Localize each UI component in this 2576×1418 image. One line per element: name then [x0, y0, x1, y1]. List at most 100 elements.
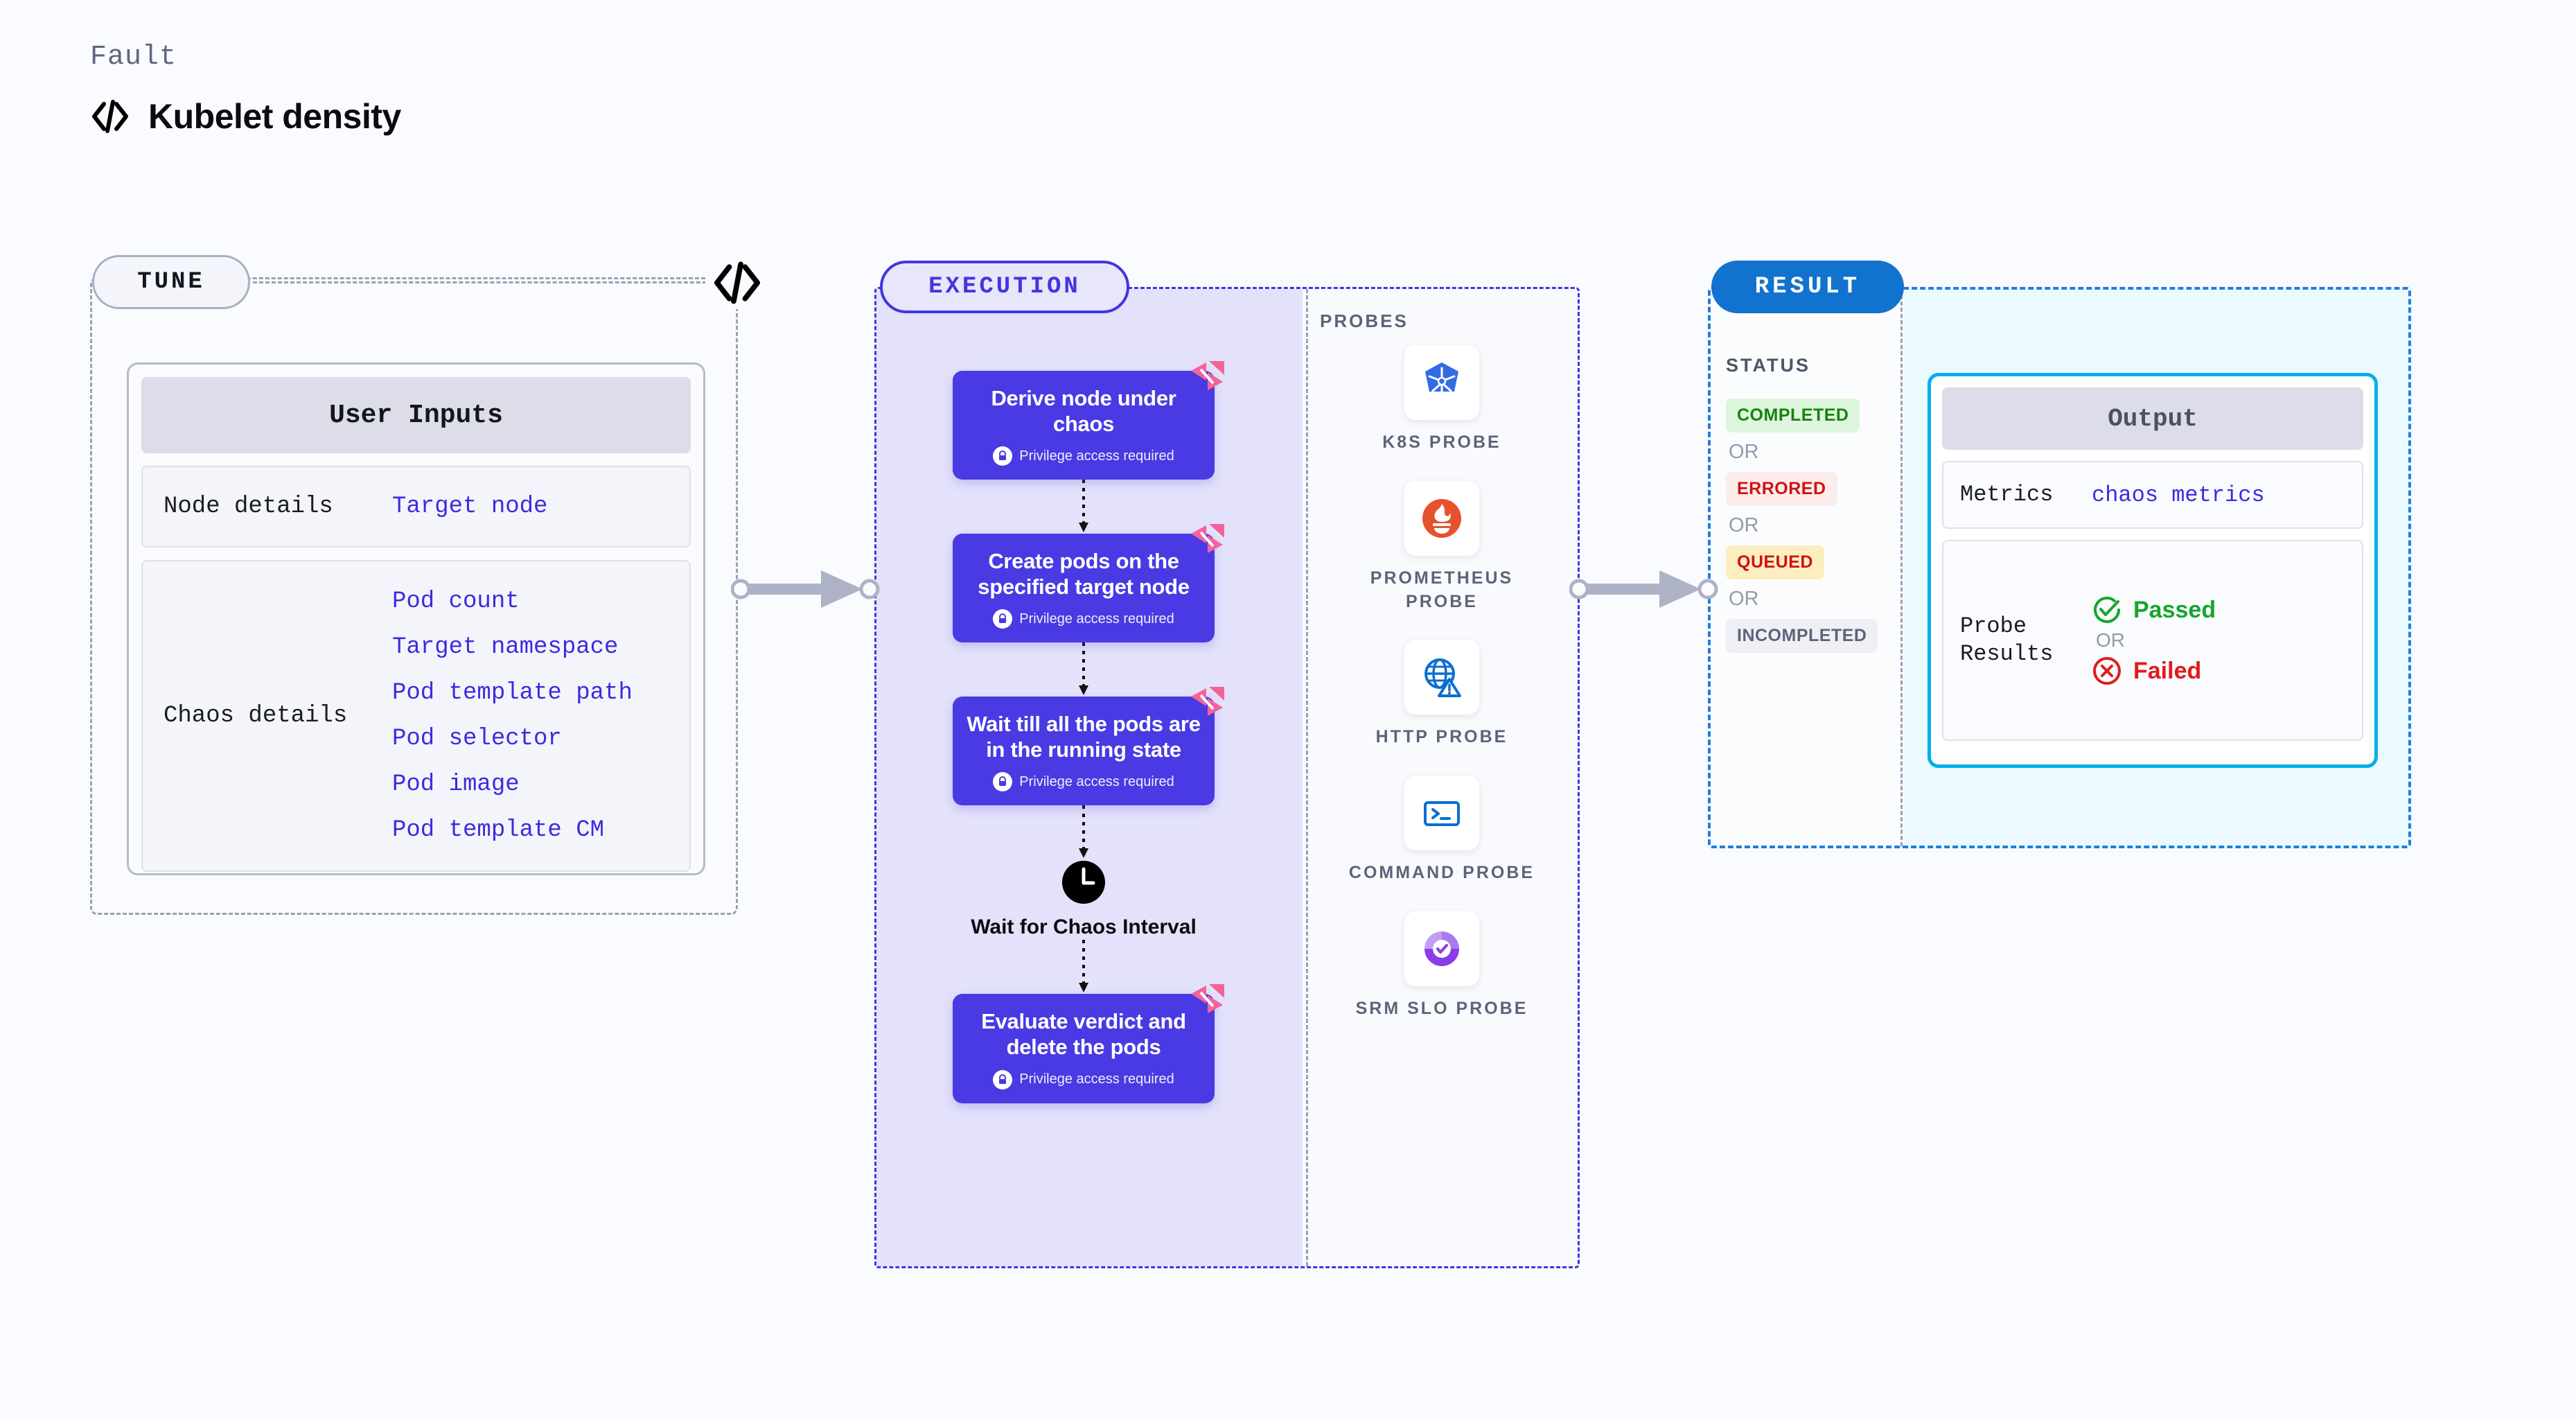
verdict-list: Passed OR Failed: [2092, 595, 2216, 686]
harness-logo-icon: [1191, 361, 1224, 390]
stage-badge-result[interactable]: RESULT: [1711, 261, 1904, 313]
harness-logo-icon: [1191, 524, 1224, 554]
harness-logo-icon: [1191, 687, 1224, 717]
input-value-pod-selector[interactable]: Pod selector: [392, 726, 562, 752]
probe-icon-tile: [1404, 911, 1479, 986]
flow-arrow-down: [1079, 805, 1088, 859]
status-badge-incompleted: INCOMPLETED: [1726, 619, 1878, 653]
probe-icon-tile: [1404, 480, 1479, 556]
step-card-derive-node[interactable]: Derive node under chaos Privilege access…: [953, 361, 1224, 480]
x-circle-icon: [2093, 657, 2121, 685]
verdict-failed-label: Failed: [2133, 657, 2202, 684]
step-privilege-note: Privilege access required: [967, 446, 1201, 466]
step-privilege-note: Privilege access required: [967, 609, 1201, 629]
status-section-label: STATUS: [1726, 355, 1810, 376]
flow-arrow-down: [1079, 940, 1088, 993]
output-title: Output: [1942, 387, 2363, 450]
input-group-chaos-details: Chaos details Pod count Target namespace…: [141, 560, 691, 872]
connector-execution-to-result: [1569, 565, 1718, 613]
input-value-pod-image[interactable]: Pod image: [392, 771, 520, 798]
output-probe-results-label: Probe Results: [1960, 613, 2054, 667]
step-card-evaluate-verdict[interactable]: Evaluate verdict and delete the pods Pri…: [953, 984, 1224, 1103]
user-inputs-card: User Inputs Node details Target node Cha…: [127, 362, 705, 875]
step-privilege-note: Privilege access required: [967, 1069, 1201, 1089]
stage-badge-execution[interactable]: EXECUTION: [880, 261, 1129, 313]
code-icon-corner: [705, 256, 769, 309]
code-icon: [714, 261, 760, 304]
flow-arrow-down: [1079, 642, 1088, 696]
output-row-metrics: Metrics chaos metrics: [1942, 461, 2363, 529]
code-icon: [92, 100, 128, 133]
probe-icon-tile: [1404, 640, 1479, 715]
input-value-pod-template-path[interactable]: Pod template path: [392, 680, 633, 706]
step-title: Wait till all the pods are in the runnin…: [967, 712, 1201, 762]
probe-list: K8S PROBE PROMETHEUS PROBE: [1332, 345, 1551, 1021]
input-value-target-node[interactable]: Target node: [392, 493, 548, 520]
input-group-values: Pod count Target namespace Pod template …: [392, 588, 633, 843]
probe-icon-tile: [1404, 345, 1479, 420]
output-metrics-label: Metrics: [1960, 482, 2054, 507]
status-or-label: OR: [1729, 514, 1759, 536]
wait-node-label: Wait for Chaos Interval: [971, 916, 1197, 939]
probe-item-srm-slo[interactable]: SRM SLO PROBE: [1332, 911, 1551, 1021]
status-or-label: OR: [1729, 441, 1759, 463]
probe-item-prometheus[interactable]: PROMETHEUS PROBE: [1332, 480, 1551, 614]
step-privilege-note: Privilege access required: [967, 772, 1201, 792]
input-value-target-namespace[interactable]: Target namespace: [392, 634, 619, 660]
step-card-wait-running[interactable]: Wait till all the pods are in the runnin…: [953, 687, 1224, 806]
fault-eyebrow-label: Fault: [90, 42, 177, 73]
input-group-label: Node details: [164, 493, 333, 520]
probe-label: PROMETHEUS PROBE: [1370, 568, 1514, 611]
check-circle-icon: [2094, 597, 2120, 623]
fault-title-row: Kubelet density: [90, 96, 401, 137]
wait-for-chaos-interval-node: Wait for Chaos Interval: [971, 859, 1197, 940]
verdict-failed: Failed: [2092, 656, 2216, 686]
prometheus-icon: [1422, 498, 1461, 538]
http-globe-icon: [1424, 658, 1461, 698]
step-title: Derive node under chaos: [991, 386, 1176, 436]
status-badge-errored: ERRORED: [1726, 472, 1837, 506]
lock-icon: [993, 772, 1013, 792]
input-group-values: Target node: [392, 493, 547, 520]
probe-item-command[interactable]: COMMAND PROBE: [1332, 776, 1551, 885]
probe-label: HTTP PROBE: [1375, 727, 1508, 747]
result-panel: [1708, 287, 2411, 848]
clock-icon: [1061, 861, 1105, 904]
step-title: Evaluate verdict and delete the pods: [981, 1009, 1186, 1060]
step-privilege-text: Privilege access required: [1019, 1071, 1174, 1087]
lock-icon: [993, 609, 1013, 629]
step-privilege-text: Privilege access required: [1019, 448, 1174, 464]
user-inputs-title: User Inputs: [141, 377, 691, 453]
input-group-label: Chaos details: [164, 703, 348, 729]
probe-item-k8s[interactable]: K8S PROBE: [1332, 345, 1551, 455]
flow-arrow-down: [1079, 480, 1088, 533]
verdict-passed: Passed: [2092, 595, 2216, 625]
probe-icon-tile: [1404, 776, 1479, 850]
input-group-node-details: Node details Target node: [141, 466, 691, 548]
status-chip-list: COMPLETED OR ERRORED OR QUEUED OR INCOMP…: [1726, 399, 1878, 653]
status-badge-queued: QUEUED: [1726, 545, 1824, 579]
input-value-pod-template-cm[interactable]: Pod template CM: [392, 817, 605, 843]
output-metrics-value[interactable]: chaos metrics: [2092, 482, 2265, 508]
page-title: Kubelet density: [148, 97, 401, 136]
probe-item-http[interactable]: HTTP PROBE: [1332, 640, 1551, 749]
lock-icon: [993, 446, 1013, 466]
output-card: Output Metrics chaos metrics Probe Resul…: [1927, 373, 2378, 768]
lock-icon: [993, 1069, 1013, 1089]
verdict-or-label: OR: [2096, 629, 2125, 651]
stage-badge-tune[interactable]: TUNE: [92, 255, 250, 309]
step-title: Create pods on the specified target node: [978, 549, 1190, 599]
step-card-create-pods[interactable]: Create pods on the specified target node…: [953, 524, 1224, 643]
connector-tune-to-execution: [731, 565, 880, 613]
input-value-pod-count[interactable]: Pod count: [392, 588, 520, 615]
probes-section-label: PROBES: [1320, 310, 1409, 331]
status-badge-completed: COMPLETED: [1726, 399, 1860, 432]
kubernetes-icon: [1425, 362, 1458, 395]
step-privilege-text: Privilege access required: [1019, 611, 1174, 627]
terminal-icon: [1424, 801, 1460, 826]
status-or-label: OR: [1729, 588, 1759, 610]
probe-label: COMMAND PROBE: [1348, 863, 1535, 882]
verdict-passed-label: Passed: [2133, 596, 2216, 623]
execution-steps-stack: Derive node under chaos Privilege access…: [953, 361, 1224, 1103]
harness-logo-icon: [1191, 984, 1224, 1014]
